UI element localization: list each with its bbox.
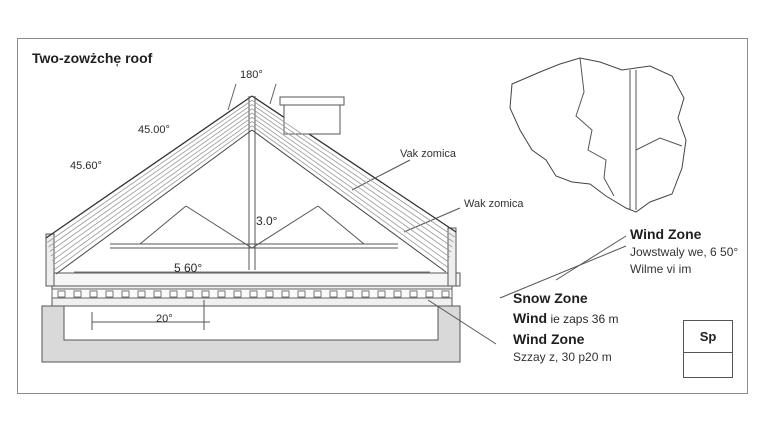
leader-lower xyxy=(403,207,461,233)
roof-hatch-line xyxy=(47,99,253,243)
wind-zone-line-3: Szzay z, 30 p20 m xyxy=(513,350,612,364)
dimension-line xyxy=(91,300,210,330)
joist-block xyxy=(105,290,114,298)
joist-block xyxy=(201,290,210,298)
joist-block xyxy=(281,290,290,298)
roof-hatch-line xyxy=(54,125,253,270)
map-borders xyxy=(575,57,683,210)
ridge-angle: 180° xyxy=(240,69,263,81)
joist-block xyxy=(121,290,130,298)
roof-hatch-line xyxy=(251,112,452,253)
wind-zone-title-2: Wind Zone xyxy=(513,331,585,347)
joist-block xyxy=(345,290,354,298)
wind-line-2-rest: ie zaps 36 m xyxy=(550,312,619,326)
callout-upper: Vak zomica xyxy=(400,148,457,160)
joist-block xyxy=(393,290,402,298)
upper-left-angle: 45.00° xyxy=(138,124,170,136)
roof-hatch-line xyxy=(53,121,253,266)
left-wall xyxy=(45,233,55,287)
leader-wind1 xyxy=(555,235,627,281)
wind-line-2-bold: Wind xyxy=(513,310,548,326)
collar-beam xyxy=(110,243,398,249)
leader-upper xyxy=(351,159,411,191)
lower-left-angle: 45.60° xyxy=(70,160,102,172)
map-outline xyxy=(509,57,687,213)
right-wall xyxy=(447,227,457,287)
wind-line-2: Wind ie zaps 36 m xyxy=(513,310,618,326)
joist-block xyxy=(441,290,450,298)
joist-block xyxy=(153,290,162,298)
wind-zone-line2: Wilme vi im xyxy=(630,262,692,276)
joist-block xyxy=(169,290,178,298)
joist-block xyxy=(185,290,194,298)
joist-block xyxy=(137,290,146,298)
dimension-label: 20° xyxy=(156,313,173,325)
ridge-dim xyxy=(227,83,277,111)
joist-block xyxy=(265,290,274,298)
wind-zone-title: Wind Zone xyxy=(630,226,702,242)
drawing-frame xyxy=(17,38,748,394)
roof-hatch-line xyxy=(48,104,253,248)
chimney xyxy=(283,103,341,135)
roof-hatch-line xyxy=(50,112,253,257)
joist-block xyxy=(409,290,418,298)
stamp-label: Sp xyxy=(699,329,717,344)
snow-zone-title: Snow Zone xyxy=(513,290,588,306)
joist-block xyxy=(313,290,322,298)
roof-hatch-line xyxy=(251,121,449,263)
title-stamp: Sp xyxy=(683,320,733,378)
roof-hatch-line xyxy=(251,125,448,268)
joist-block xyxy=(89,290,98,298)
top-plate xyxy=(47,272,461,287)
leader-right-base xyxy=(427,299,497,345)
joist-block xyxy=(297,290,306,298)
joist-block xyxy=(329,290,338,298)
leader-wind1b xyxy=(499,245,627,299)
ridge-post xyxy=(248,96,256,270)
roof-hatch-line xyxy=(49,108,253,252)
joist-blocks xyxy=(57,290,450,298)
roof-hatch-line xyxy=(52,116,253,261)
joist-block xyxy=(73,290,82,298)
roof-hatch xyxy=(47,99,455,270)
truss-diagonals xyxy=(139,205,365,249)
base-angle: 5 60° xyxy=(174,261,203,275)
joist-block xyxy=(233,290,242,298)
roof-outline-right xyxy=(251,95,457,233)
roof-outline-left xyxy=(45,95,253,239)
joist-block xyxy=(249,290,258,298)
joist-block xyxy=(217,290,226,298)
stamp-divider xyxy=(684,352,732,353)
joist-block xyxy=(377,290,386,298)
inner-angle: 3.0° xyxy=(256,214,278,228)
wind-zone-line1: Jowstwaly we, 6 50° xyxy=(630,245,739,259)
roof-hatch-line xyxy=(251,108,453,248)
roof-hatch-line xyxy=(251,116,450,258)
joist-block xyxy=(57,290,66,298)
roof-hatch-line xyxy=(251,99,455,238)
joist-block xyxy=(361,290,370,298)
foundation xyxy=(41,305,461,363)
joist-block xyxy=(425,290,434,298)
callout-lower: Wak zomica xyxy=(464,198,524,210)
roof-hatch-line xyxy=(251,104,454,243)
drawing-title: Two-zowżche̜ roof xyxy=(32,50,153,66)
